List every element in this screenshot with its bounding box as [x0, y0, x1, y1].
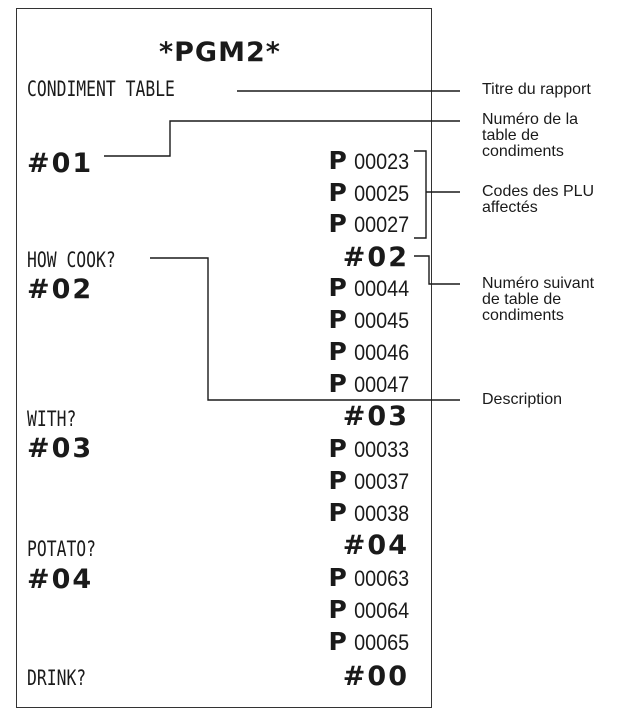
- table-description: WITH?: [27, 407, 77, 431]
- table-number: #01: [27, 148, 94, 179]
- callout-bracket-plu-codes: [414, 150, 427, 239]
- table-description: HOW COOK?: [27, 248, 116, 272]
- annotation-report-title: Titre du rapport: [482, 81, 591, 98]
- table-description: DRINK?: [27, 666, 87, 690]
- report-name: CONDIMENT TABLE: [27, 77, 175, 101]
- next-table-number: #00: [342, 661, 409, 692]
- receipt-title: *PGM2*: [159, 37, 281, 68]
- next-table-number: #02: [342, 242, 409, 273]
- annotation-description: Description: [482, 391, 563, 408]
- callout-line-next-table: [414, 255, 460, 285]
- annotation-table-number: Numéro de la table de condiments: [482, 111, 579, 160]
- callout-line-description: [150, 257, 460, 401]
- annotation-next-table: Numéro suivant de table de condiments: [482, 275, 595, 324]
- annotation-plu-codes: Codes des PLU affectés: [482, 183, 595, 216]
- table-number: #02: [27, 274, 94, 305]
- table-description: POTATO?: [27, 537, 97, 561]
- table-number: #03: [27, 433, 94, 464]
- callout-line-table-number: [104, 120, 460, 157]
- table-number: #04: [27, 564, 94, 595]
- next-table-number: #04: [342, 530, 409, 561]
- next-table-number: #03: [342, 401, 409, 432]
